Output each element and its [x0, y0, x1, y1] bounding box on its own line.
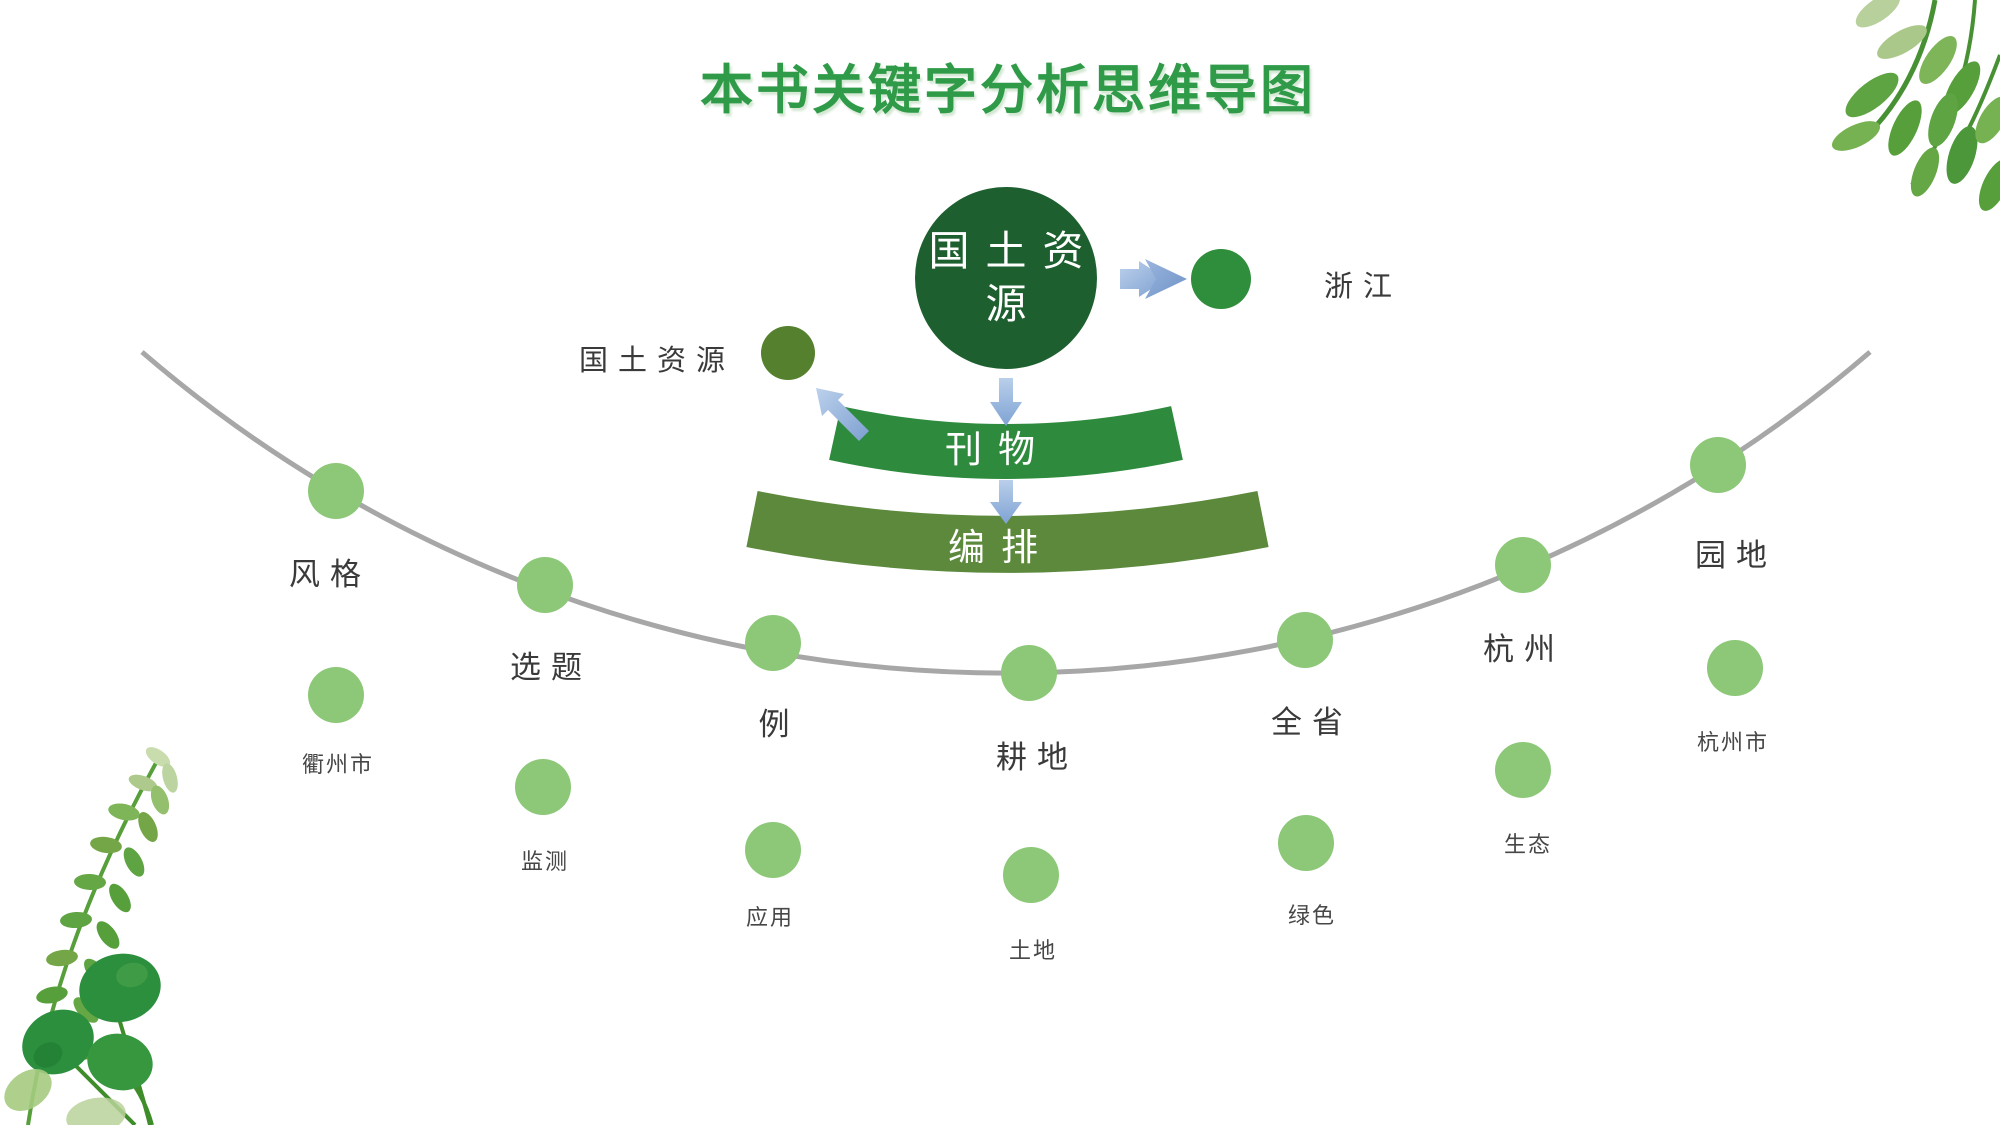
- sub-node-label-lvse: 绿色: [1287, 904, 1337, 929]
- node-circle-guotuziyuan: [761, 326, 815, 380]
- arc-node-label-hangzhou: 杭州: [1483, 632, 1565, 668]
- node-label-guotuziyuan: 国土资源: [578, 343, 736, 377]
- arrow-down-kanwu-to-bianpai: [990, 480, 1022, 524]
- center-node-text-line1: 国土资: [928, 226, 1100, 275]
- sub-node-circle-lvse: [1278, 815, 1334, 871]
- sub-node-label-yingyong: 应用: [745, 906, 795, 931]
- center-node-text-line2: 源: [985, 280, 1043, 328]
- sub-node-circle-hangzhoushi: [1707, 640, 1763, 696]
- band-bianpai-shape: [746, 491, 1269, 573]
- arrow-right-large: [1145, 259, 1187, 299]
- arc-node-circle-yuandi: [1690, 437, 1746, 493]
- center-node-circle: 国土资 源: [915, 187, 1097, 369]
- sub-node-label-quzhoushi: 衢州市: [301, 753, 375, 778]
- arc-node-label-gengdi: 耕地: [996, 740, 1078, 776]
- sub-node-circle-shengtai: [1495, 742, 1551, 798]
- band-label-bianpai: 编排: [948, 526, 1054, 569]
- watercolor-branch-top-right: [1831, 0, 2000, 211]
- arc-node-circle-hangzhou: [1495, 537, 1551, 593]
- sub-node-label-jiance: 监测: [520, 850, 570, 875]
- arc-node-circle-quansheng: [1277, 612, 1333, 668]
- arrow-right-small: [1120, 261, 1166, 297]
- page-title: 本书关键字分析思维导图: [700, 60, 1316, 121]
- sub-node-circle-quzhoushi: [308, 667, 364, 723]
- arc-node-label-quansheng: 全省: [1271, 705, 1353, 741]
- watercolor-clover-bottom-left: [4, 953, 161, 1125]
- arc-node-label-fengge: 风格: [289, 557, 371, 593]
- sub-node-circle-jiance: [515, 759, 571, 815]
- node-circle-zhejiang: [1191, 249, 1251, 309]
- arrow-down-center-to-kanwu: [990, 378, 1022, 426]
- arc-node-circle-xuanti: [517, 557, 573, 613]
- sub-node-label-tudi: 土地: [1008, 939, 1058, 964]
- arc-node-label-li: 例: [758, 707, 800, 743]
- arc-node-circle-gengdi: [1001, 645, 1057, 701]
- arc-node-label-yuandi: 园地: [1695, 538, 1777, 574]
- band-label-kanwu: 刊物: [945, 428, 1051, 471]
- sub-node-label-hangzhoushi: 杭州市: [1696, 731, 1770, 756]
- sub-node-label-shengtai: 生态: [1503, 833, 1553, 858]
- arc-node-circle-li: [745, 615, 801, 671]
- sub-node-circle-tudi: [1003, 847, 1059, 903]
- arc-node-circle-fengge: [308, 463, 364, 519]
- arc-node-label-xuanti: 选题: [510, 650, 592, 686]
- arrow-upleft-to-guotuziyuan: [816, 388, 869, 441]
- band-kanwu-shape: [829, 406, 1183, 479]
- sub-node-circle-yingyong: [745, 822, 801, 878]
- node-label-zhejiang: 浙江: [1323, 269, 1403, 303]
